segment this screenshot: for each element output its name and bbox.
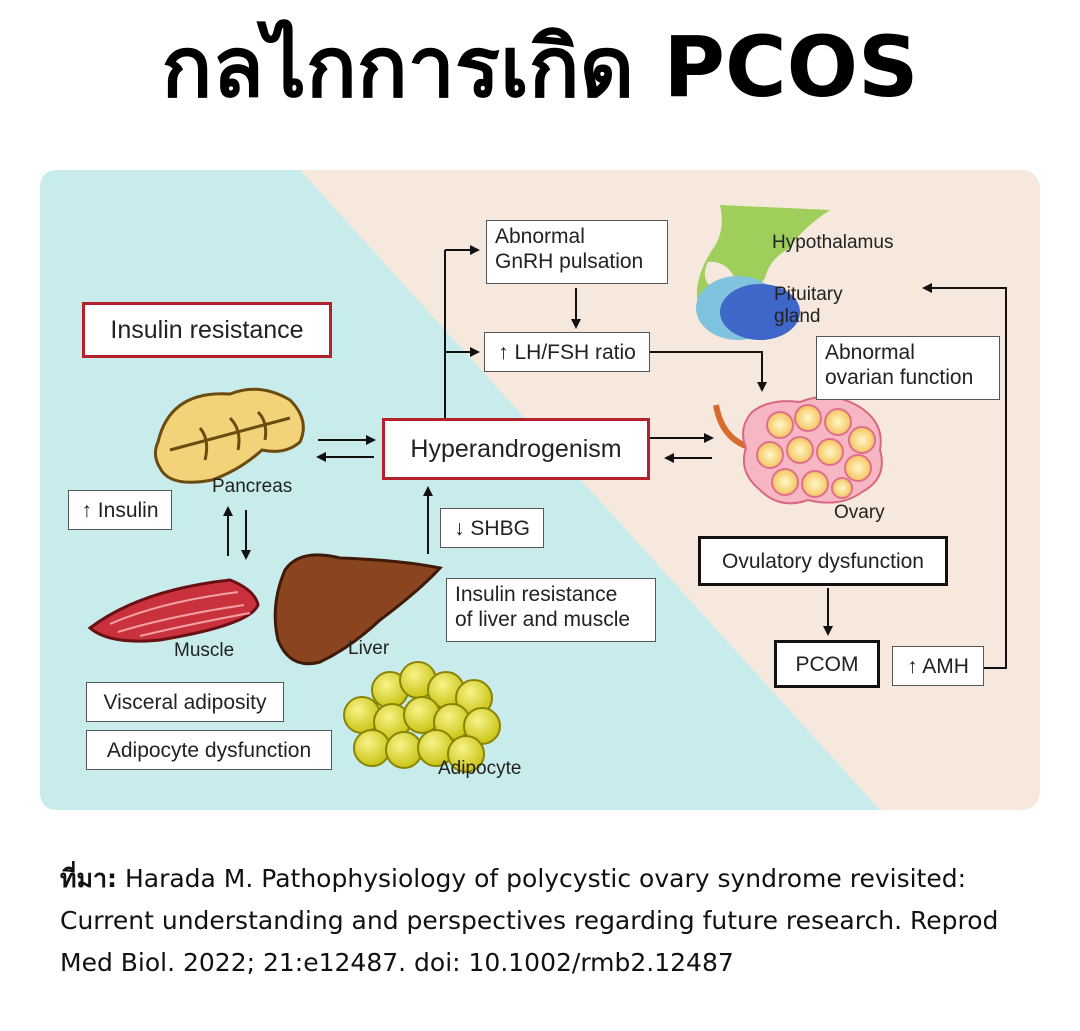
pcom-text: PCOM [795,652,859,676]
visceral-adiposity-text: Visceral adiposity [103,690,267,714]
ovulatory-dysfunction-box: Ovulatory dysfunction [698,536,948,586]
pcom-box: PCOM [774,640,880,688]
insulin-resistance-box: Insulin resistance [82,302,332,358]
liver-illustration [273,553,443,666]
ovary-label: Ovary [834,502,885,523]
lh-fsh-ratio-text: ↑ LH/FSH ratio [498,340,636,364]
hypothalamus-label: Hypothalamus [772,232,894,253]
diagram-arrows [223,245,1007,669]
ovulatory-dysfunction-text: Ovulatory dysfunction [722,549,924,573]
insulin-box: ↑ Insulin [68,490,172,530]
muscle-label: Muscle [174,640,235,661]
insulin-resistance-liver-muscle-box: Insulin resistance of liver and muscle [446,578,656,642]
muscle-illustration [87,578,260,643]
source-label: ที่มา: [60,864,117,893]
ovary-illustration [713,395,883,505]
hyperandrogenism-box: Hyperandrogenism [382,418,650,480]
shbg-text: ↓ SHBG [454,516,530,540]
pituitary-label-line2: gland [774,306,821,327]
pituitary-label-line1: Pituitary [774,284,843,305]
adipocyte-illustration [343,661,501,773]
source-citation: ที่มา: Harada M. Pathophysiology of poly… [60,858,1040,984]
insulin-text: ↑ Insulin [81,498,159,522]
lh-fsh-ratio-box: ↑ LH/FSH ratio [484,332,650,372]
hyperandrogenism-text: Hyperandrogenism [410,434,622,463]
insulin-resistance-text: Insulin resistance [110,315,304,344]
adipocyte-dysfunction-text: Adipocyte dysfunction [106,738,312,762]
adipocyte-label: Adipocyte [438,758,522,779]
visceral-adiposity-box: Visceral adiposity [86,682,284,722]
abnormal-ovarian-line2: ovarian function [825,366,974,389]
pituitary-label: Pituitary gland [774,284,843,328]
abnormal-ovarian-box: Abnormal ovarian function [816,336,1000,400]
ir-liver-muscle-line2: of liver and muscle [455,608,631,631]
amh-box: ↑ AMH [892,646,984,686]
source-text: Harada M. Pathophysiology of polycystic … [60,864,999,977]
abnormal-gnrh-line2: GnRH pulsation [495,250,644,273]
pancreas-illustration [153,387,305,484]
shbg-box: ↓ SHBG [440,508,544,548]
liver-label: Liver [348,638,390,659]
abnormal-ovarian-line1: Abnormal [825,341,915,364]
amh-text: ↑ AMH [907,654,969,678]
adipocyte-dysfunction-box: Adipocyte dysfunction [86,730,332,770]
ir-liver-muscle-line1: Insulin resistance [455,583,618,606]
pcos-diagram: Insulin resistance Hyperandrogenism Abno… [0,150,1080,830]
pancreas-label: Pancreas [212,476,293,497]
hypothalamus-pituitary-illustration [696,205,830,340]
abnormal-gnrh-line1: Abnormal [495,225,585,248]
abnormal-gnrh-box: Abnormal GnRH pulsation [486,220,668,284]
page-title: กลไกการเกิด PCOS [161,18,919,116]
